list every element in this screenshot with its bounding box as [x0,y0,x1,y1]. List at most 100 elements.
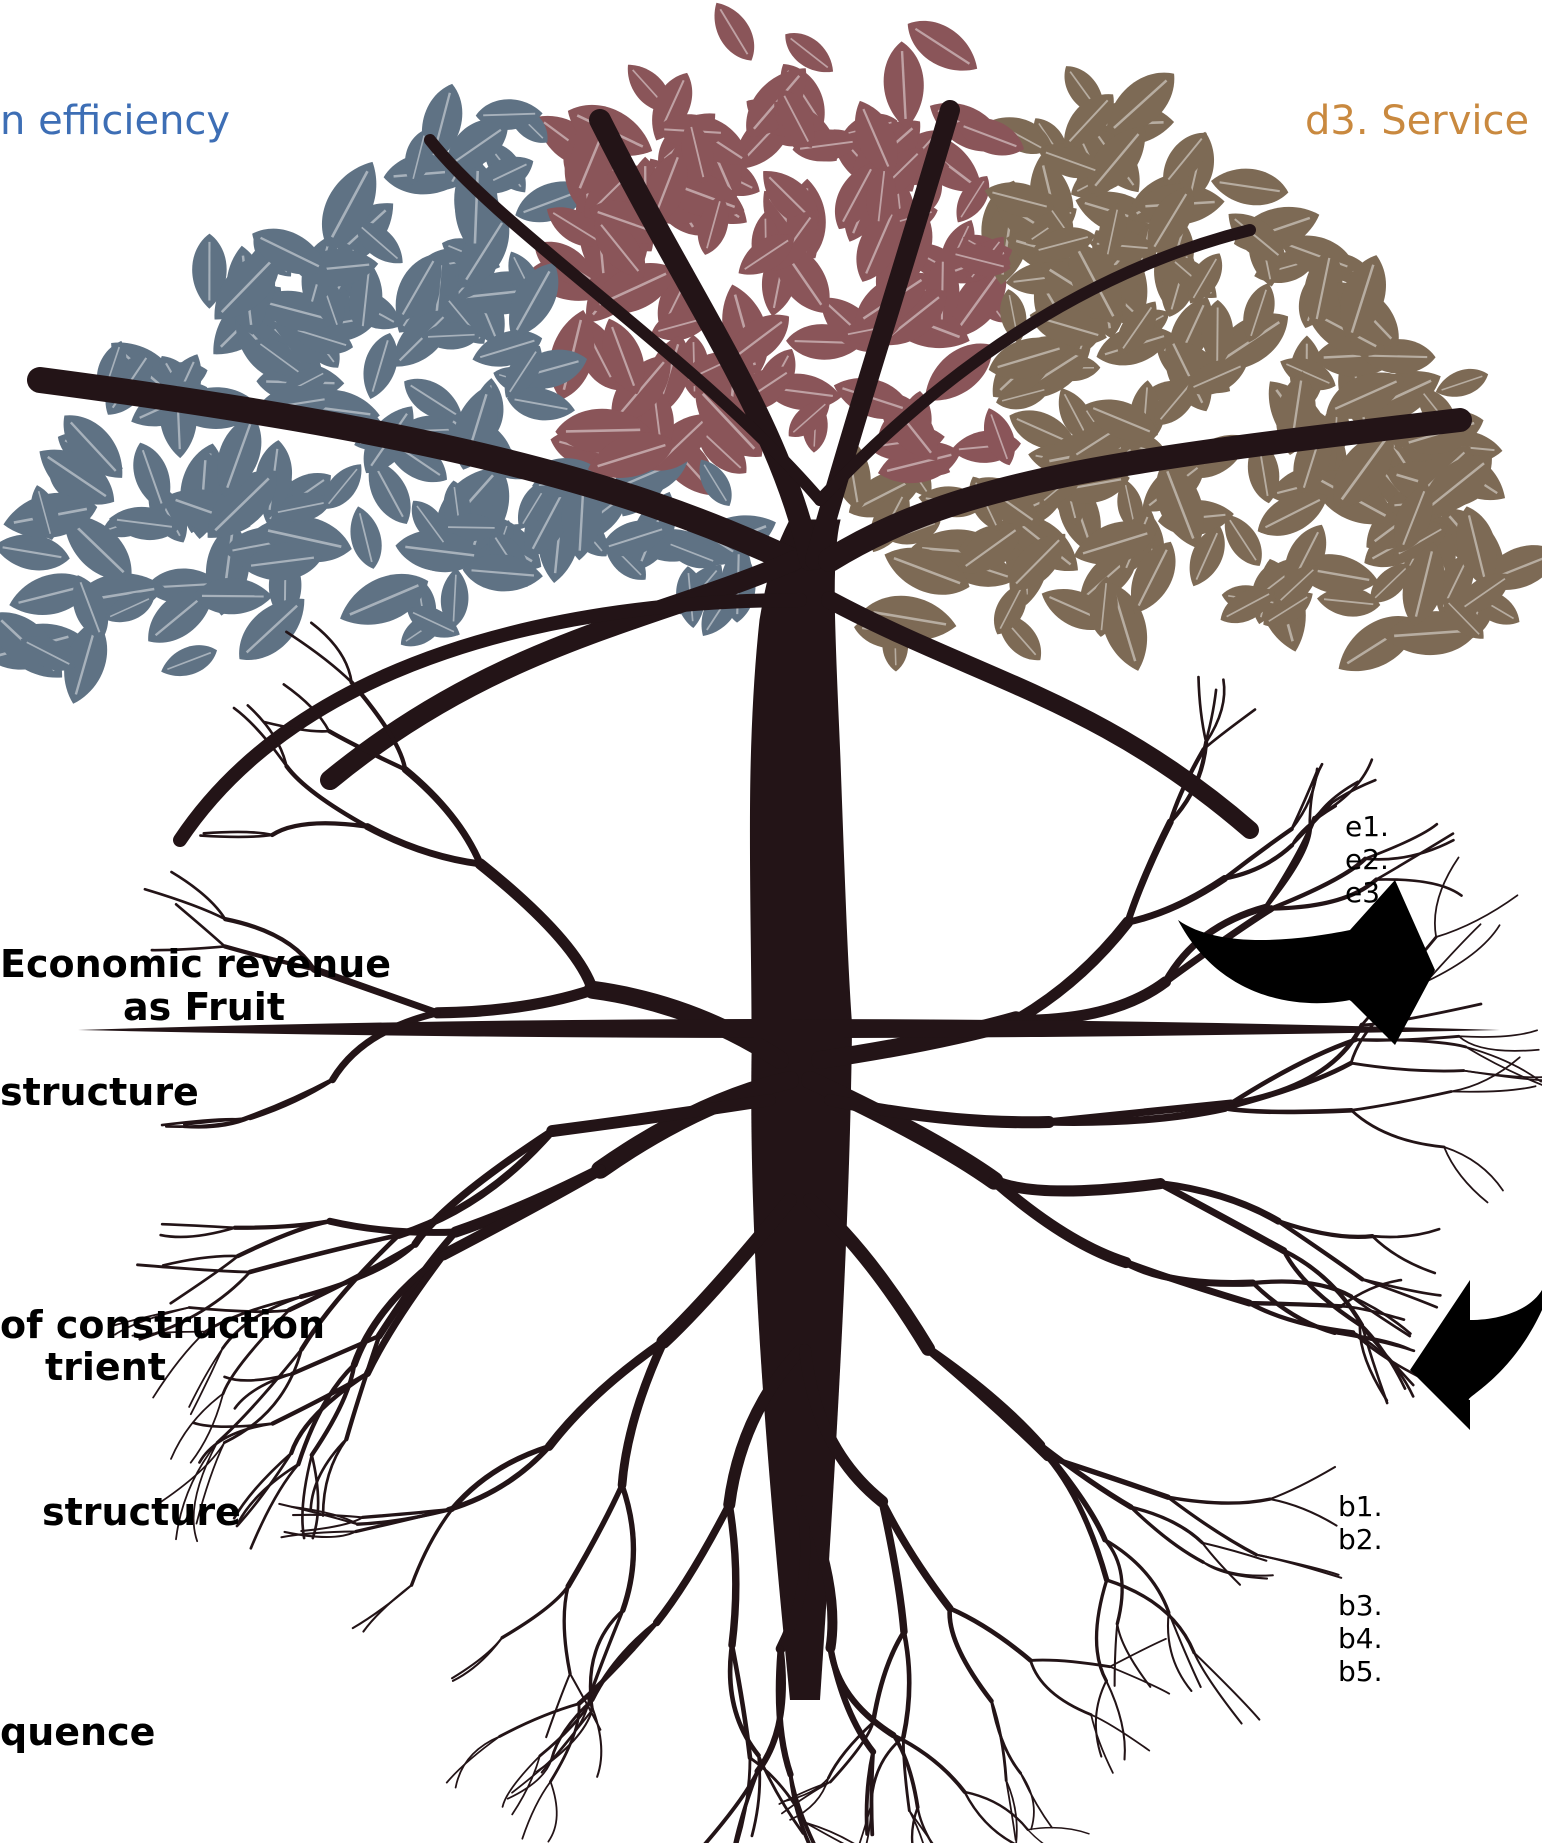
leaf [0,534,70,571]
root [1435,894,1519,938]
leaf [254,338,304,377]
leaf [696,426,747,474]
tree-branch [818,408,1472,572]
root [725,1500,740,1649]
leaf [1106,72,1175,135]
root [189,1347,224,1416]
root [587,1697,603,1778]
root [891,1733,920,1810]
leaf [854,100,898,175]
root [1247,1300,1356,1335]
root [1434,856,1460,938]
root [1029,1659,1093,1717]
top-left-label: n efficiency [0,98,231,144]
root [988,1175,1166,1197]
e-list-item: e2. [1345,843,1389,876]
root [1010,916,1134,1026]
leaf [20,636,76,671]
leaf [714,2,755,61]
root [565,1482,625,1589]
root [1268,1498,1338,1527]
root [198,1422,274,1464]
root [249,1462,300,1550]
root [1443,1146,1504,1192]
root [1103,1538,1124,1626]
leaf [30,485,59,540]
leaf [1458,573,1511,613]
leaf [443,122,509,171]
root [349,680,408,772]
root [326,1217,460,1236]
root [804,1821,845,1843]
root [1010,976,1171,1026]
root [1425,924,1501,983]
root [1038,1442,1108,1543]
b-list-item: b2. [1338,1523,1383,1556]
root [296,1362,357,1467]
root [1197,675,1208,744]
root [159,1226,237,1239]
root [409,1507,454,1587]
b-list-item: b5. [1338,1655,1383,1688]
root [1124,875,1229,926]
leaf [1435,368,1489,397]
root [451,1636,504,1682]
root [284,764,370,829]
leaf [1189,526,1225,587]
root [1168,740,1209,825]
root [1263,815,1317,910]
leaf [252,228,328,275]
root [1166,1495,1258,1557]
leaf [738,234,795,275]
leaf [984,182,1055,218]
leaf [1304,249,1343,328]
root [1168,747,1206,825]
tree-branch [320,550,805,790]
leaf [1280,357,1336,391]
leaf [1087,126,1146,194]
root [290,1333,382,1376]
leaf [1038,143,1103,179]
root [282,683,331,733]
root [550,1698,594,1761]
leaf [1220,588,1276,624]
root [1038,1442,1134,1510]
root [301,1453,314,1540]
leaf [1443,598,1484,639]
leaf [509,263,559,339]
leaf [984,408,1016,466]
root [150,945,227,952]
root [310,965,441,1017]
root [474,858,599,996]
root [1201,1541,1242,1586]
leaf [988,337,1069,379]
root [222,944,317,972]
root [1109,1637,1167,1668]
root [199,833,274,839]
root [1363,838,1455,861]
leaf [907,20,978,71]
root [1090,1713,1114,1774]
leaf [1421,455,1492,515]
leaf [1326,372,1406,419]
root [544,1337,668,1451]
leaf [39,449,115,505]
structure-upper-label: structure [0,1070,199,1114]
leaf [1188,253,1223,304]
root [164,1118,244,1128]
tree-branch [424,134,826,506]
root [1124,818,1174,926]
tree-branch [814,224,1256,506]
root [801,1071,1004,1190]
root [203,1295,303,1334]
root [1228,1037,1358,1106]
leaf [395,530,484,572]
root [1105,1679,1126,1761]
tree-branch [805,100,960,570]
root [1350,1108,1446,1149]
root [280,1530,357,1539]
root [869,1749,876,1837]
root [1269,856,1368,911]
trunk [749,519,853,1031]
leaf [1402,542,1445,626]
